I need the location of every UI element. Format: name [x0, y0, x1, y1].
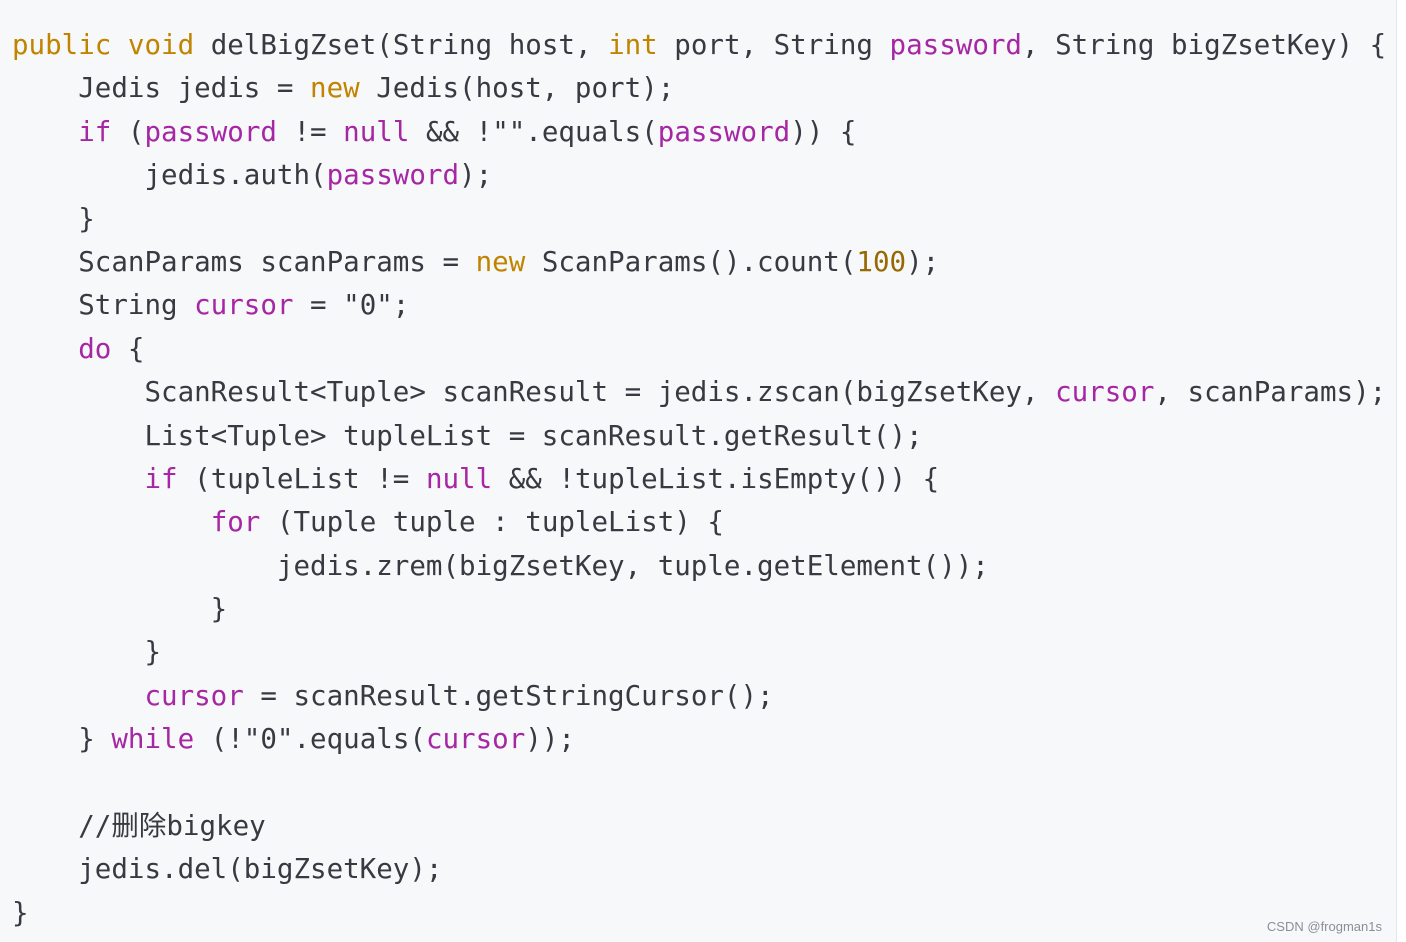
code-token: ( [111, 115, 145, 148]
code-token: port, String [657, 29, 890, 61]
code-token: , scanParams); [1154, 376, 1387, 409]
code-line: for (Tuple tuple : tupleList) { [12, 501, 1386, 544]
code-token [12, 680, 144, 712]
code-token [12, 116, 78, 148]
code-token: do [78, 332, 112, 365]
code-token: void [127, 29, 195, 61]
code-token: Jedis jedis = [12, 72, 311, 105]
code-line: public void delBigZset(String host, int … [12, 24, 1386, 67]
code-token: { [111, 332, 145, 365]
code-token: password [144, 115, 277, 148]
code-token [12, 506, 211, 538]
code-token: ScanParams scanParams = [12, 245, 476, 278]
code-token: } [12, 202, 95, 235]
code-line: ScanParams scanParams = new ScanParams()… [12, 241, 1386, 284]
code-token: = scanResult.getStringCursor(); [243, 679, 774, 712]
code-token [111, 29, 128, 61]
code-line: jedis.del(bigZsetKey); [12, 848, 1386, 891]
code-token: List<Tuple> tupleList = scanResult.getRe… [12, 419, 923, 452]
code-token: jedis.zrem(bigZsetKey, tuple.getElement(… [12, 549, 989, 582]
code-line: cursor = scanResult.getStringCursor(); [12, 675, 1386, 718]
code-token [12, 463, 144, 495]
code-token: cursor [144, 679, 244, 712]
code-line: } [12, 631, 1386, 674]
code-token: } [12, 896, 29, 929]
code-token: (Tuple tuple : tupleList) { [260, 506, 724, 539]
code-token: 100 [856, 245, 907, 278]
code-line: do { [12, 328, 1386, 371]
code-token: public [12, 29, 112, 61]
code-token: cursor [1055, 376, 1155, 409]
code-token: (tupleList != [177, 462, 426, 495]
code-line: String cursor = "0"; [12, 284, 1386, 327]
code-line: List<Tuple> tupleList = scanResult.getRe… [12, 415, 1386, 458]
code-token: } [12, 593, 228, 626]
code-line: jedis.auth(password); [12, 154, 1386, 197]
code-token: delBigZset(String host, [194, 29, 609, 61]
code-token: ScanParams().count( [525, 245, 857, 278]
code-token: && !tupleList.isEmpty()) { [492, 462, 940, 495]
watermark: CSDN @frogman1s [1266, 919, 1382, 934]
code-line: Jedis jedis = new Jedis(host, port); [12, 67, 1386, 110]
code-token: )); [525, 723, 575, 756]
code-token: )) { [790, 115, 857, 148]
code-token: jedis.auth( [12, 159, 327, 192]
code-token: , String bigZsetKey) { [1021, 29, 1387, 61]
code-listing: public void delBigZset(String host, int … [12, 24, 1386, 935]
code-line: } while (!"0".equals(cursor)); [12, 718, 1386, 761]
code-line: ScanResult<Tuple> scanResult = jedis.zsc… [12, 371, 1386, 414]
code-line: } [12, 892, 1386, 935]
code-token: while [111, 723, 195, 756]
code-token [12, 333, 78, 365]
code-token: if [144, 462, 178, 495]
code-line: if (tupleList != null && !tupleList.isEm… [12, 458, 1386, 501]
code-token: Jedis(host, port); [359, 72, 675, 105]
code-token: password [657, 115, 791, 148]
code-line [12, 762, 1386, 805]
code-token: } [12, 636, 162, 669]
code-token: cursor [425, 723, 526, 756]
code-line: } [12, 198, 1386, 241]
code-token: int [608, 29, 658, 61]
code-token: password [889, 29, 1022, 61]
code-token: (!"0".equals( [194, 723, 426, 756]
code-token: cursor [194, 289, 294, 322]
code-token: for [210, 506, 261, 539]
code-token: } [12, 723, 112, 756]
code-token: if [78, 115, 112, 148]
code-token: ScanResult<Tuple> scanResult = jedis.zsc… [12, 376, 1056, 409]
code-line: if (password != null && !"".equals(passw… [12, 111, 1386, 154]
code-token: ); [906, 245, 940, 278]
code-line: jedis.zrem(bigZsetKey, tuple.getElement(… [12, 545, 1386, 588]
code-line: //删除bigkey [12, 805, 1386, 848]
code-token: password [326, 159, 460, 192]
code-token: null [343, 115, 410, 148]
code-token: new [310, 72, 360, 105]
code-token: = "0"; [293, 289, 410, 322]
code-token: ); [459, 159, 493, 192]
code-token: != [276, 115, 344, 148]
code-line: } [12, 588, 1386, 631]
code-token: jedis.del(bigZsetKey); [12, 853, 443, 886]
code-token: new [475, 245, 526, 278]
code-token: && !"".equals( [409, 115, 658, 148]
code-token: String [12, 289, 195, 322]
code-token: //删除bigkey [12, 810, 266, 843]
code-token: null [425, 462, 493, 495]
